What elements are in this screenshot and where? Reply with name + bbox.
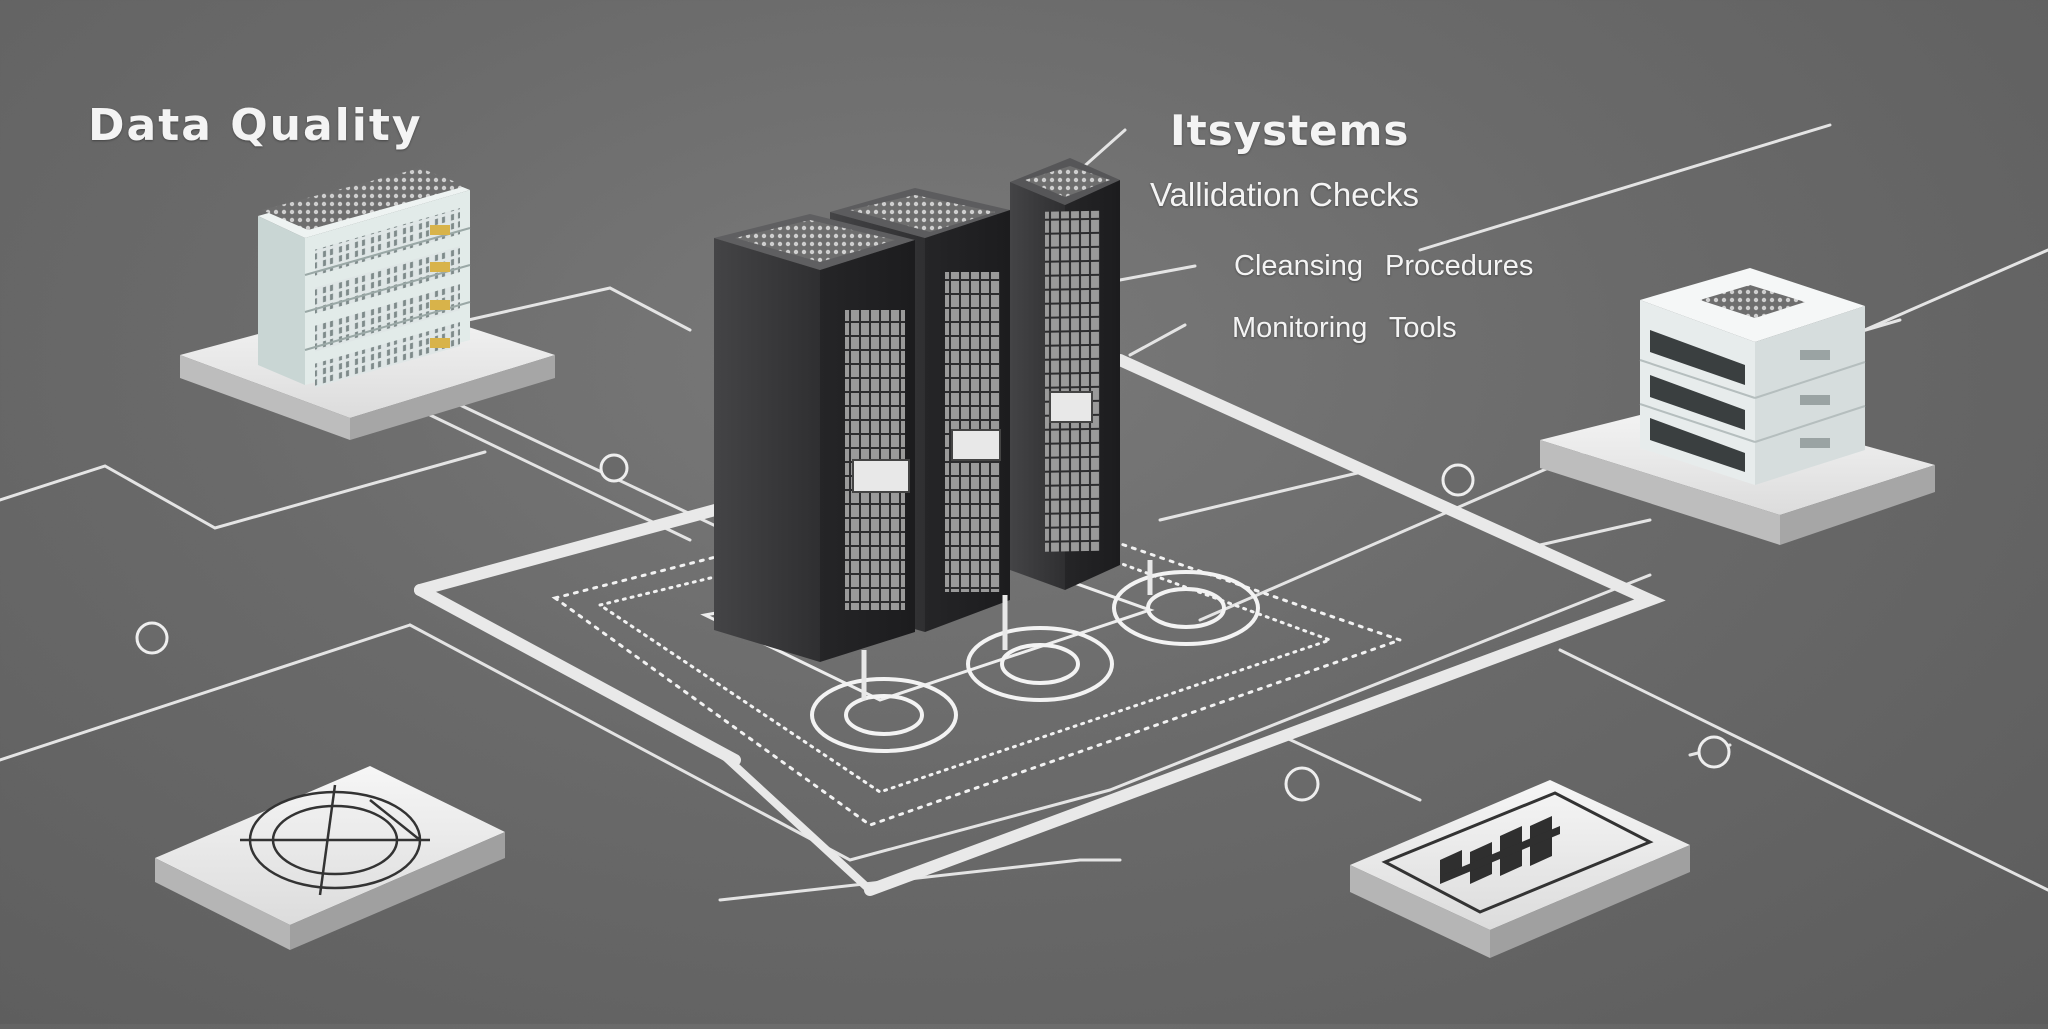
bar-chart-icon — [1381, 791, 1654, 914]
server-stack-left — [180, 168, 555, 440]
storage-stack-icon — [1639, 268, 1866, 485]
server-stack-icon — [258, 168, 471, 388]
connector-nodes — [135, 453, 1731, 802]
floor-rings — [810, 570, 1260, 753]
platform-frame — [414, 354, 1666, 896]
label-monitoring-tools: Monitoring Tools — [1232, 312, 1457, 344]
server-racks-center — [714, 158, 1153, 700]
title-itsystems: Itsystems — [1170, 106, 1410, 155]
bar-chart-panel — [1350, 780, 1690, 958]
target-panel — [155, 766, 505, 950]
target-icon — [240, 784, 430, 896]
server-rack-icon — [714, 158, 1120, 662]
label-validation-checks: Vallidation Checks — [1150, 176, 1420, 213]
title-data-quality: Data Quality — [88, 100, 423, 151]
label-cleansing-procedures: Cleansing Procedures — [1234, 250, 1534, 282]
storage-stack-right — [1540, 268, 1935, 545]
